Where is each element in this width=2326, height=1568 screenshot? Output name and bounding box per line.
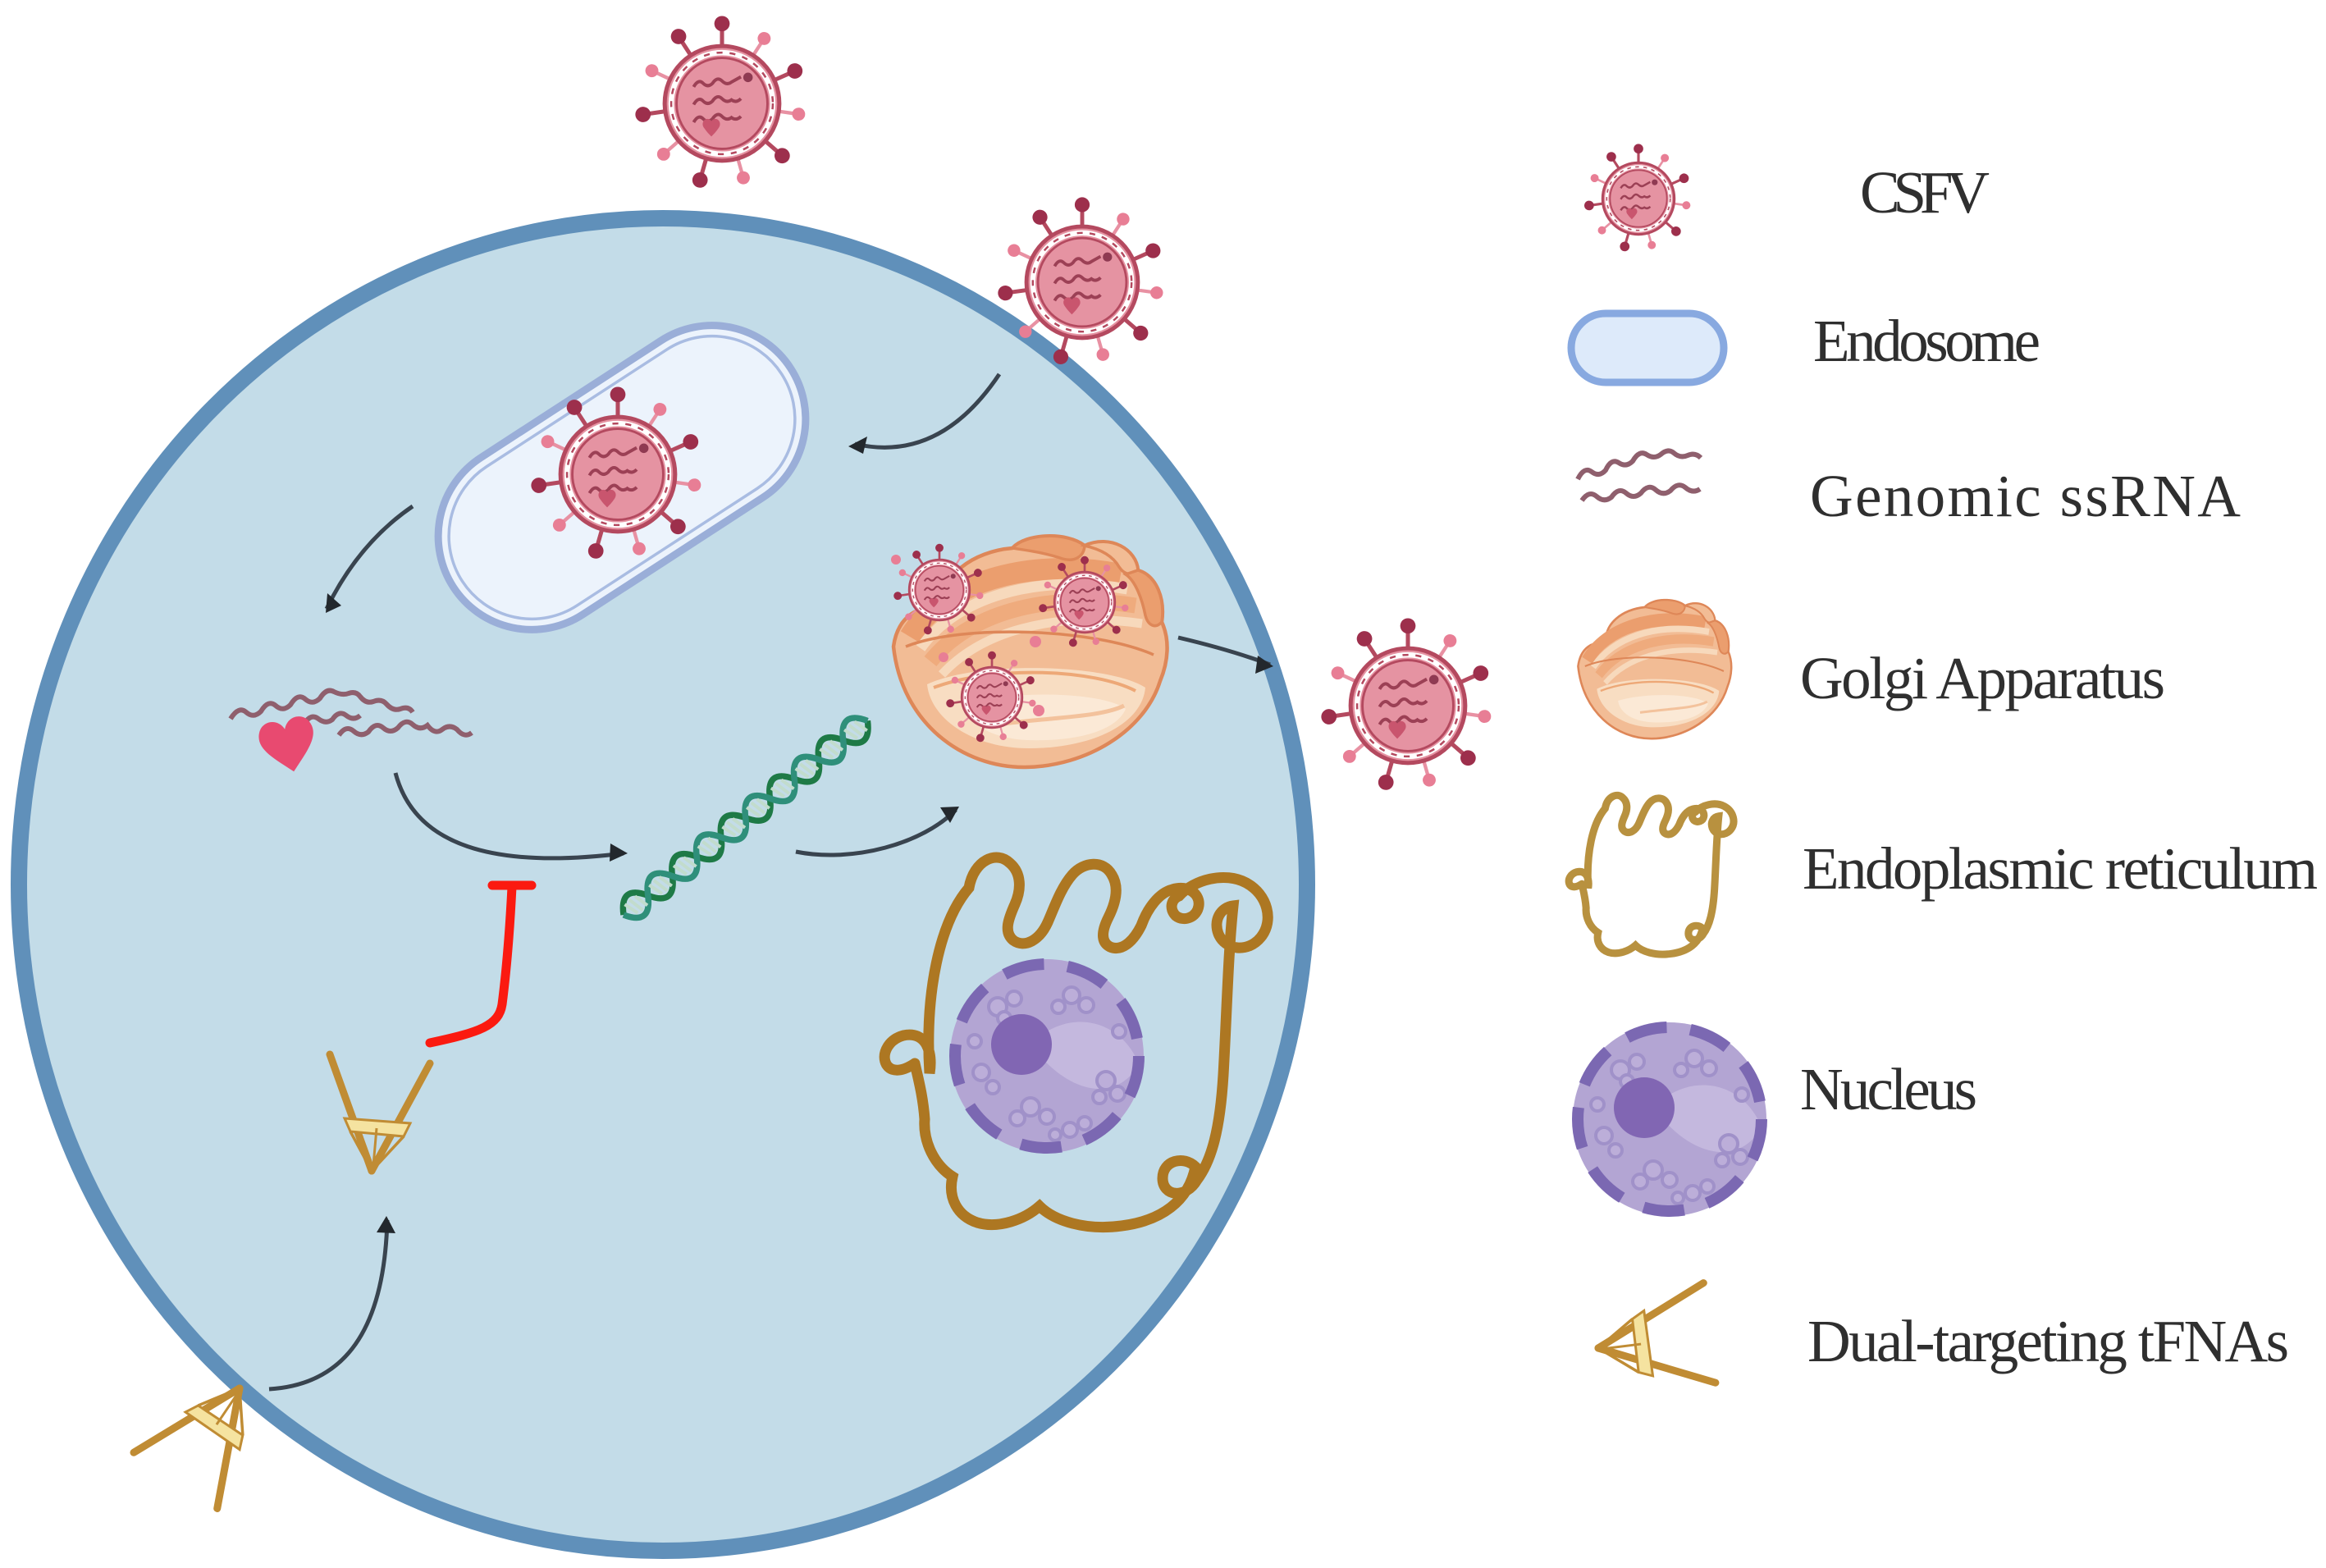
svg-text:Genomic ssRNA: Genomic ssRNA xyxy=(1810,463,2241,529)
svg-text:Endosome: Endosome xyxy=(1813,308,2040,374)
svg-text:Endoplasmic reticulum: Endoplasmic reticulum xyxy=(1803,835,2318,902)
svg-text:CSFV: CSFV xyxy=(1860,159,1990,226)
svg-text:Nucleus: Nucleus xyxy=(1800,1056,1977,1122)
svg-text:Dual-targeting tFNAs: Dual-targeting tFNAs xyxy=(1807,1308,2289,1374)
svg-text:Golgi Apparatus: Golgi Apparatus xyxy=(1800,645,2165,711)
